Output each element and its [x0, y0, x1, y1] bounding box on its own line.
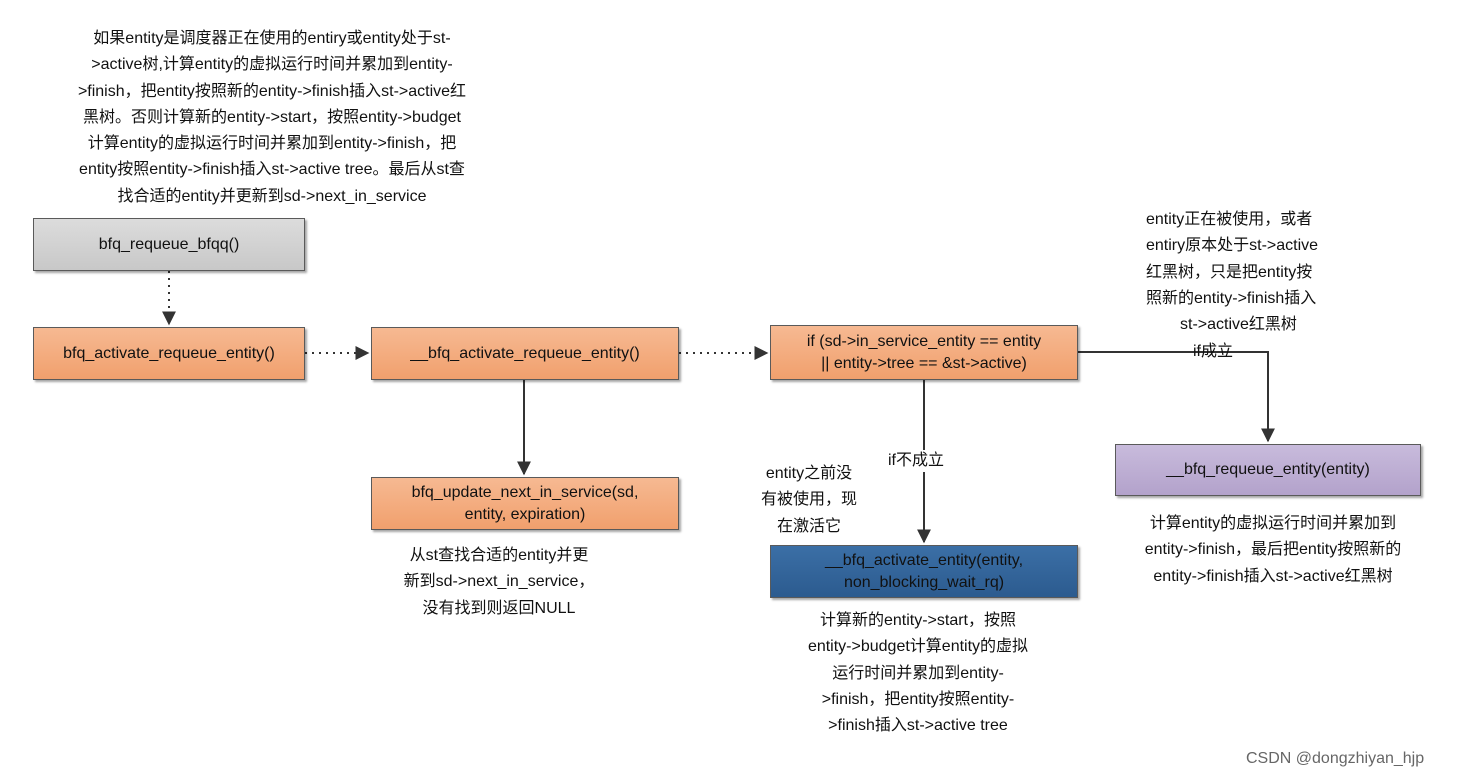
note-line: entity->finish插入st->active红黑树 [1153, 567, 1393, 585]
note-line: 运行时间并累加到entity- [832, 664, 1004, 682]
box-label: if (sd->in_service_entity == entity [806, 332, 1042, 350]
requeue-desc-note: 计算entity的虚拟运行时间并累加到 entity->finish，最后把en… [1106, 511, 1440, 590]
top-left-note: 如果entity是调度器正在使用的entiry或entity处于st- >act… [26, 26, 518, 210]
if-true-label: if成立 [1193, 343, 1234, 360]
note-line: 红黑树，只是把entity按 [1146, 263, 1313, 281]
note-line: >finish，把entity按照entity- [821, 690, 1015, 708]
box-label: non_blocking_wait_rq) [843, 573, 1005, 591]
note-line: st->active红黑树 [1180, 316, 1297, 334]
note-line: 有被使用，现 [760, 491, 857, 509]
note-line: entiry原本处于st->active [1146, 237, 1319, 255]
__requeue-entity-box: __bfq_requeue_entity(entity) [1115, 444, 1421, 496]
note-line: 如果entity是调度器正在使用的entiry或entity处于st- [93, 30, 451, 47]
note-line: entity->finish，最后把entity按照新的 [1144, 541, 1402, 559]
condition-box: if (sd->in_service_entity == entity || e… [770, 325, 1078, 380]
right-top-note: entity正在被使用，或者 entiry原本处于st->active 红黑树，… [1146, 207, 1386, 338]
box-label: entity, expiration) [464, 505, 586, 523]
note-line: >active树,计算entity的虚拟运行时间并累加到entity- [91, 56, 453, 74]
note-line: entity之前没 [765, 465, 853, 482]
activate-desc-note: 计算新的entity->start，按照 entity->budget计算ent… [772, 608, 1064, 739]
watermark: CSDN @dongzhiyan_hjp [1246, 750, 1425, 767]
requeue-bfqq-box: bfq_requeue_bfqq() [33, 218, 305, 271]
note-line: entity->budget计算entity的虚拟 [807, 638, 1029, 656]
__activate-requeue-entity-box: __bfq_activate_requeue_entity() [371, 327, 679, 380]
note-line: 找合适的entity并更新到sd->next_in_service [117, 187, 427, 205]
box-label: bfq_activate_requeue_entity() [63, 344, 275, 362]
box-label: bfq_update_next_in_service(sd, [411, 483, 639, 501]
arrow-condition-to-__requeue-entity [1078, 351, 1275, 443]
note-line: 在激活它 [776, 517, 841, 535]
box-label: __bfq_requeue_entity(entity) [1166, 461, 1370, 478]
note-line: entity按照entity->finish插入st->active tree。… [79, 161, 465, 179]
note-line: 计算entity的虚拟运行时间并累加到entity->finish，把 [87, 135, 457, 153]
update-desc-note: 从st查找合适的entity并更 新到sd->next_in_service， … [380, 543, 618, 622]
note-line: 照新的entity->finish插入 [1146, 289, 1317, 307]
if-false-label: if不成立 [888, 450, 945, 472]
activate-requeue-entity-box: bfq_activate_requeue_entity() [33, 327, 305, 380]
note-line: 计算entity的虚拟运行时间并累加到 [1149, 515, 1397, 532]
note-line: 从st查找合适的entity并更 [409, 547, 589, 564]
box-label: __bfq_activate_entity(entity, [824, 551, 1024, 569]
note-line: 黑树。否则计算新的entity->start，按照entity->budget [83, 108, 461, 126]
note-line: >finish插入st->active tree [828, 717, 1008, 735]
note-line: 没有找到则返回NULL [422, 599, 576, 617]
note-line: 新到sd->next_in_service， [403, 573, 595, 591]
middle-left-note: entity之前没 有被使用，现 在激活它 [744, 461, 874, 540]
note-line: entity正在被使用，或者 [1146, 211, 1313, 228]
box-label: __bfq_activate_requeue_entity() [410, 344, 640, 362]
box-label: bfq_requeue_bfqq() [98, 235, 240, 253]
note-line: >finish，把entity按照新的entity->finish插入st->a… [77, 82, 467, 100]
box-label: || entity->tree == &st->active) [821, 354, 1027, 372]
__activate-entity-box: __bfq_activate_entity(entity, non_blocki… [770, 545, 1078, 598]
update-next-in-service-box: bfq_update_next_in_service(sd, entity, e… [371, 477, 679, 530]
note-line: 计算新的entity->start，按照 [819, 612, 1017, 629]
